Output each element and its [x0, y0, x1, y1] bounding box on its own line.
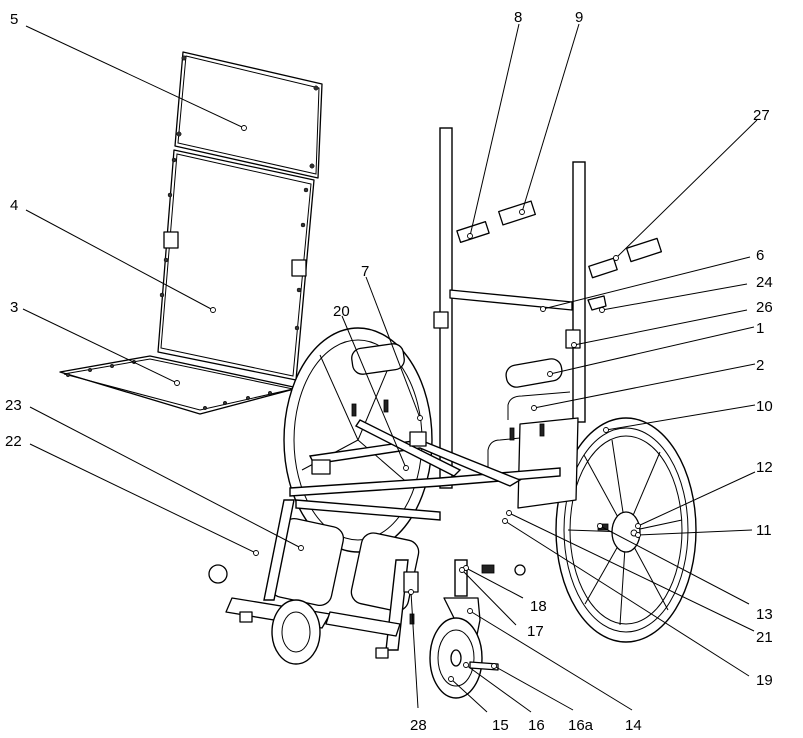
- callout-labels: 5 8 9 27 4 7 6 24 3 20 26 1 2 23 10 22 1…: [5, 9, 773, 734]
- footrest-left: [208, 499, 345, 665]
- callout-1: 1: [756, 320, 764, 337]
- callout-14: 14: [625, 717, 642, 734]
- callout-18: 18: [530, 598, 547, 615]
- footrest-right: [325, 532, 420, 651]
- callout-20: 20: [333, 303, 350, 320]
- back-canes: [433, 127, 586, 489]
- seat-frame: [289, 419, 561, 521]
- caster-assembly: [429, 559, 526, 699]
- callout-5: 5: [10, 11, 18, 28]
- callout-3: 3: [10, 299, 18, 316]
- callout-8: 8: [514, 9, 522, 26]
- handle-grips: [456, 200, 663, 311]
- armrest-right: [505, 358, 563, 388]
- back-main-panel: [157, 149, 315, 381]
- callout-28: 28: [410, 717, 427, 734]
- back-upper-panel: [174, 51, 323, 179]
- armrest-left: [351, 343, 405, 375]
- callout-16: 16: [528, 717, 545, 734]
- leader-lines: [22, 23, 758, 713]
- callout-24: 24: [756, 274, 773, 291]
- callout-7: 7: [361, 263, 369, 280]
- callout-13: 13: [756, 606, 773, 623]
- callout-22: 22: [5, 433, 22, 450]
- callout-26: 26: [756, 299, 773, 316]
- callout-27: 27: [753, 107, 770, 124]
- hardware: [239, 399, 609, 659]
- callout-4: 4: [10, 197, 18, 214]
- callout-16a: 16a: [568, 717, 594, 734]
- callout-21: 21: [756, 629, 773, 646]
- callout-10: 10: [756, 398, 773, 415]
- callout-11: 11: [756, 522, 772, 539]
- callout-6: 6: [756, 247, 764, 264]
- callout-23: 23: [5, 397, 22, 414]
- callout-17: 17: [527, 623, 544, 640]
- callout-19: 19: [756, 672, 773, 689]
- callout-12: 12: [756, 459, 773, 476]
- callout-2: 2: [756, 357, 764, 374]
- callout-9: 9: [575, 9, 583, 26]
- callout-15: 15: [492, 717, 509, 734]
